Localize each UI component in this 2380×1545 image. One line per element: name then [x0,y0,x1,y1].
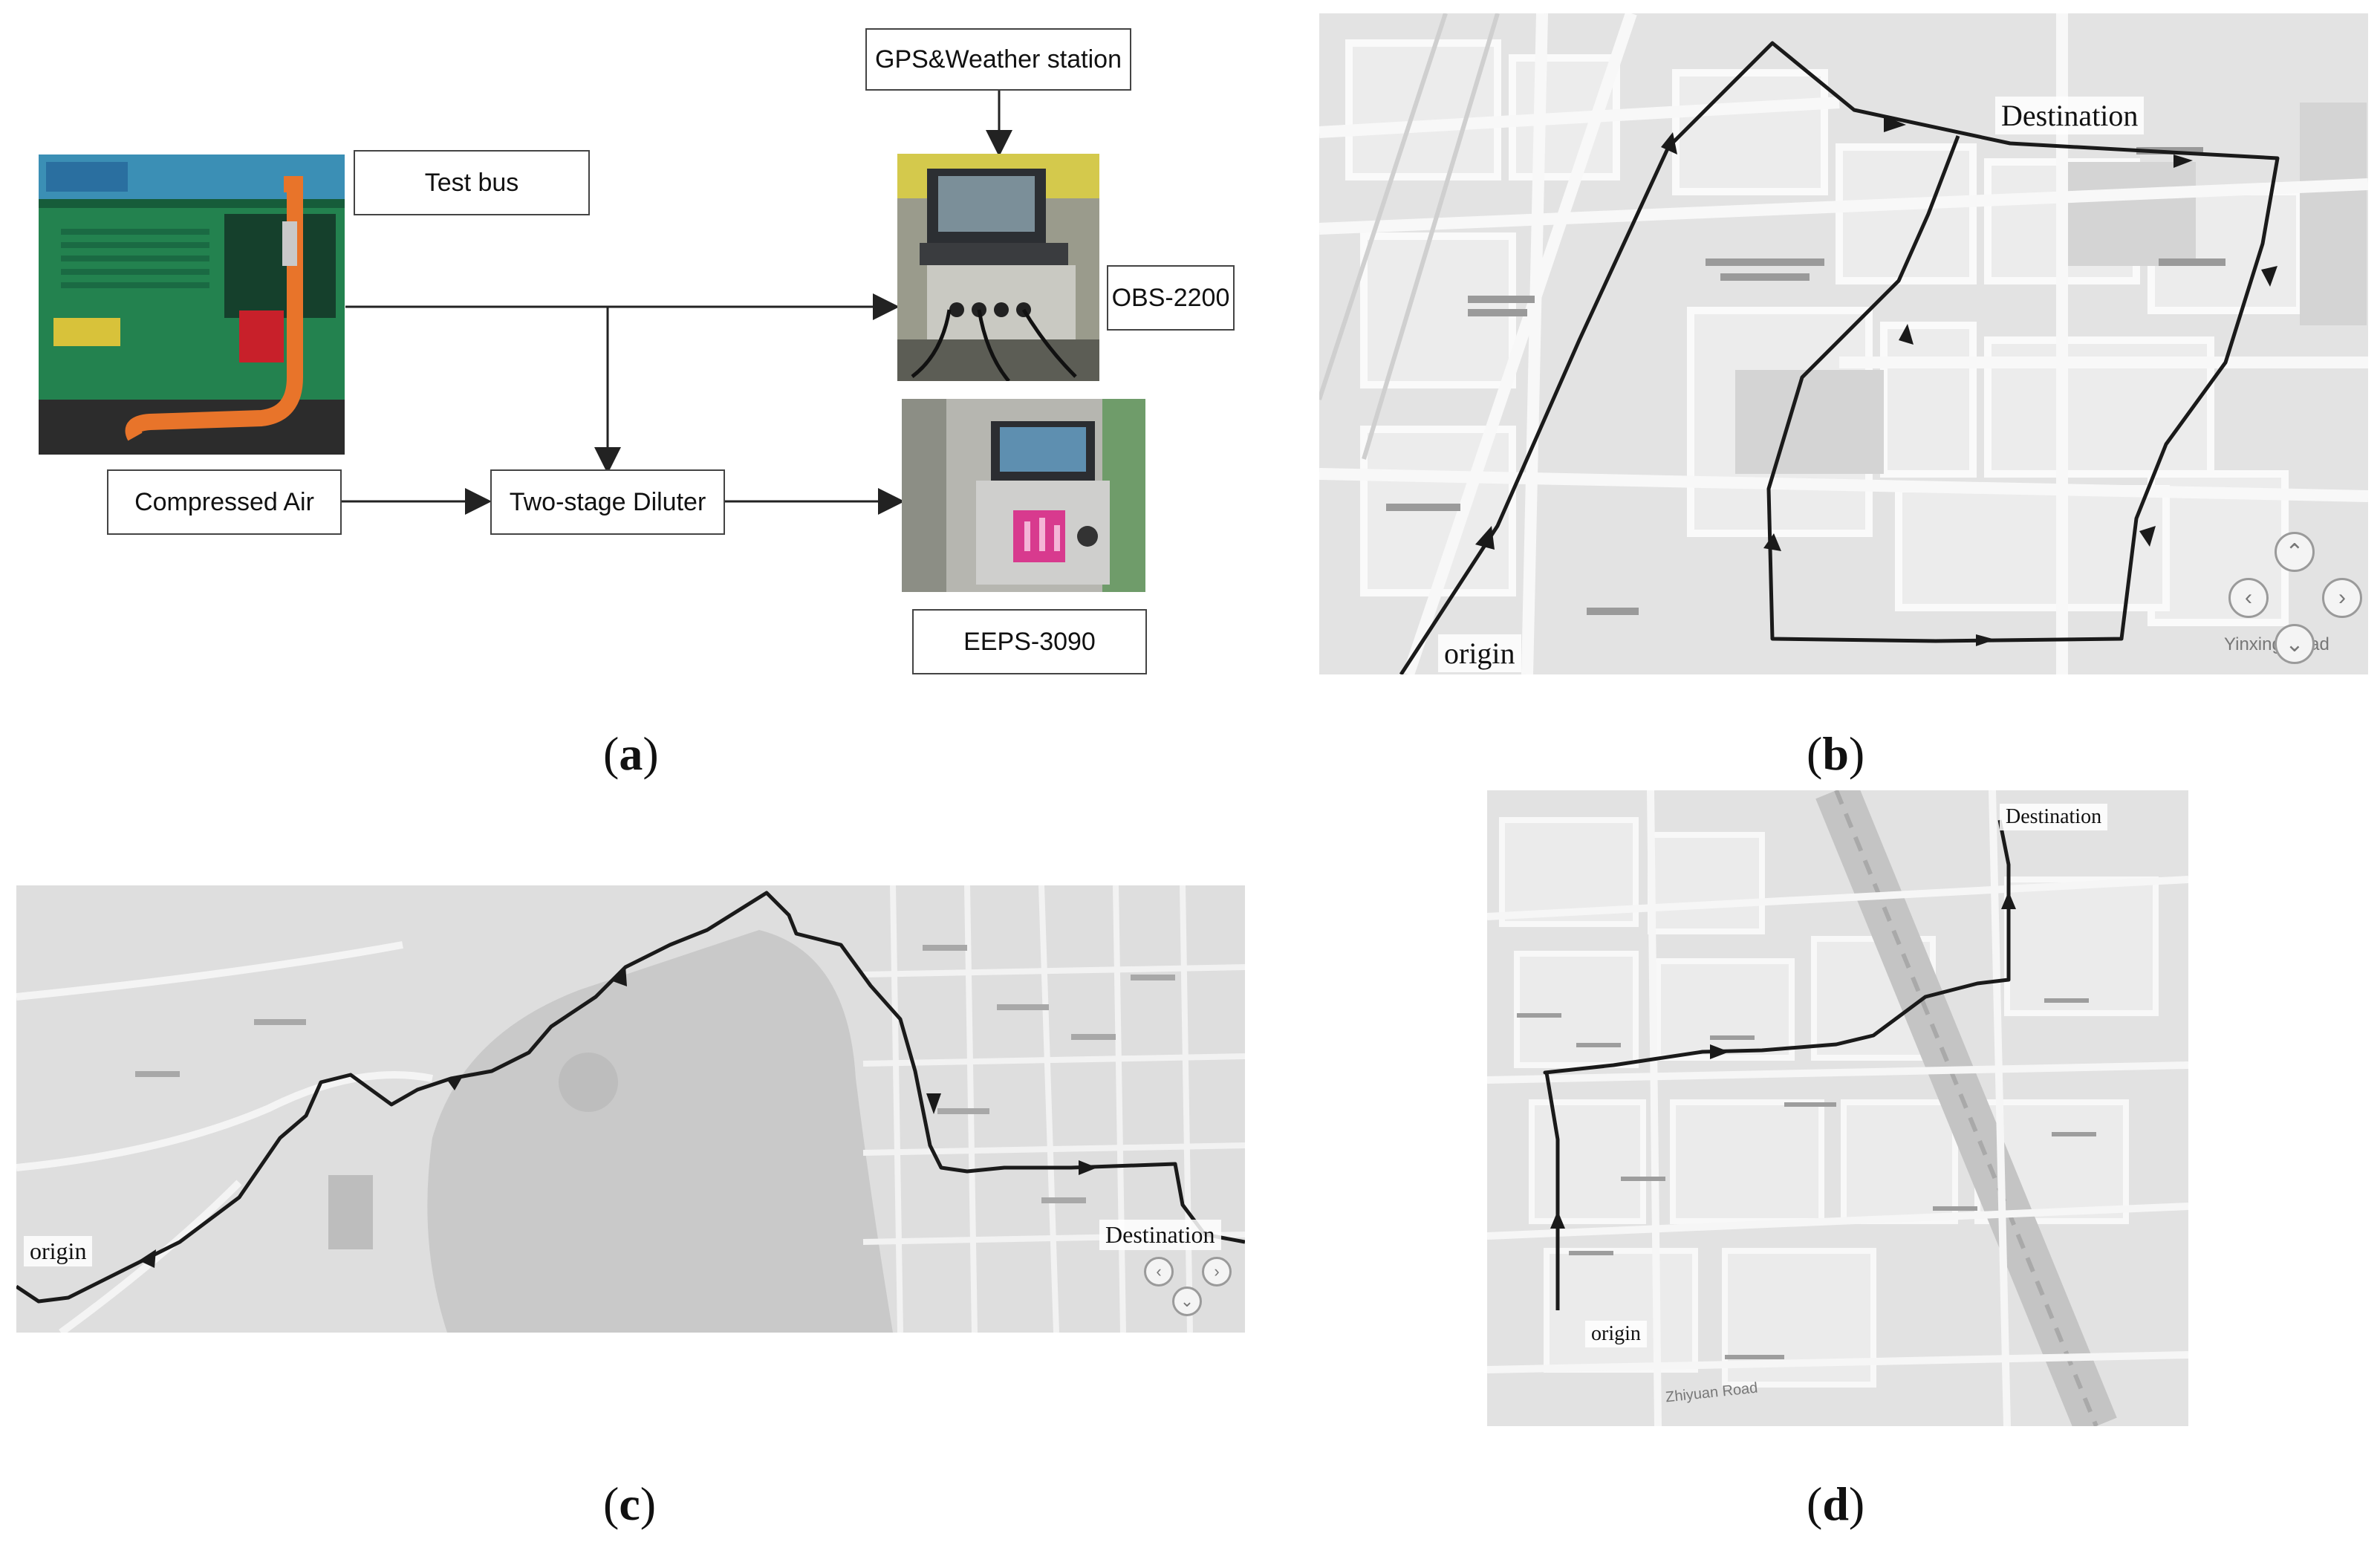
panel-a: Test bus GPS&Weather station OBS-2200 [0,0,1263,743]
test-bus-label: Test bus [354,150,590,215]
map-b: Destination origin Yinxing Road ⌃ ‹ › ⌄ [1319,13,2368,674]
obs-2200-text: OBS-2200 [1111,283,1230,312]
map-c-pan-left-button[interactable]: ‹ [1144,1257,1174,1287]
map-c: origin Destination ‹ › ⌄ [16,885,1245,1333]
map-b-pan-down-button[interactable]: ⌄ [2275,624,2315,664]
eeps-3090-photo [902,399,1145,592]
test-bus-photo [39,154,345,455]
map-c-graphics [16,885,1245,1333]
eeps-3090-text: EEPS-3090 [963,627,1096,656]
map-d-graphics [1487,790,2188,1426]
map-b-graphics [1319,13,2368,674]
gps-weather-text: GPS&Weather station [875,45,1122,74]
map-b-destination-label: Destination [1995,97,2145,134]
obs-2200-photo [897,154,1099,381]
compressed-air-box: Compressed Air [107,469,342,535]
obs-2200-box: OBS-2200 [1107,265,1235,331]
map-b-pan-up-button[interactable]: ⌃ [2275,532,2315,572]
map-c-origin-label: origin [24,1236,93,1266]
gps-weather-box: GPS&Weather station [865,28,1131,91]
map-c-pan-down-button[interactable]: ⌄ [1172,1287,1202,1316]
map-c-destination-label: Destination [1099,1220,1221,1250]
map-b-pan-left-button[interactable]: ‹ [2228,578,2269,618]
caption-d: (d) [1807,1477,1865,1530]
map-b-pan-right-button[interactable]: › [2322,578,2362,618]
map-d-origin-label: origin [1585,1321,1647,1347]
test-bus-text: Test bus [424,168,519,197]
eeps-3090-box: EEPS-3090 [912,609,1147,674]
panel-a-connectors [340,91,1012,515]
caption-a: (a) [603,727,659,780]
two-stage-diluter-box: Two-stage Diluter [490,469,725,535]
caption-c: (c) [603,1477,657,1530]
map-b-origin-label: origin [1438,634,1521,672]
two-stage-diluter-text: Two-stage Diluter [509,487,706,516]
map-c-pan-right-button[interactable]: › [1202,1257,1232,1287]
map-d-destination-label: Destination [2000,804,2108,830]
map-d: Destination origin Zhiyuan Road [1487,790,2188,1426]
compressed-air-text: Compressed Air [134,487,314,516]
caption-b: (b) [1807,727,1865,780]
